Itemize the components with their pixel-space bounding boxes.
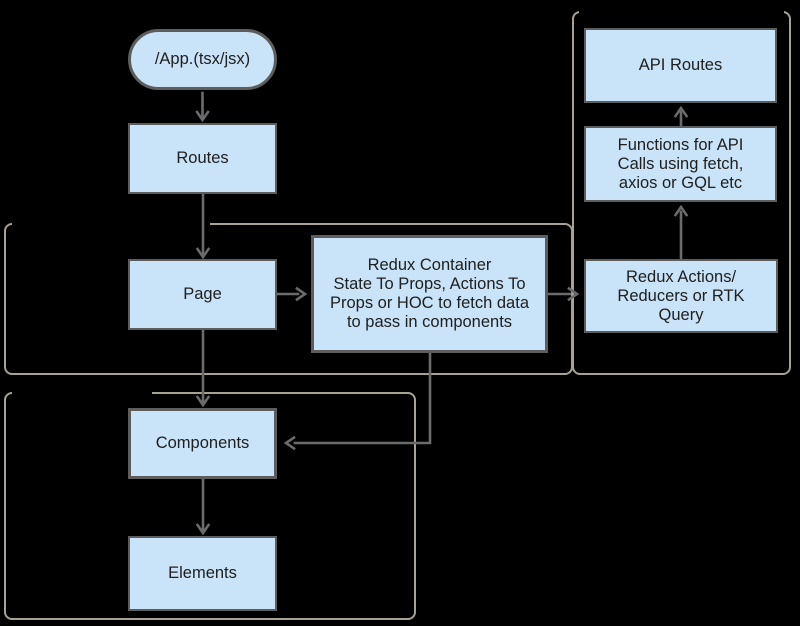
node-api-functions: Functions for API Calls using fetch, axi… [584,126,777,202]
node-app-label: /App.(tsx/jsx) [154,50,251,68]
arrowhead-routes-to-page [195,247,211,260]
arrowhead-page-to-components [195,395,211,408]
arrowhead-redux-container-to-components [283,435,296,451]
node-page-label: Page [183,285,222,303]
node-routes-label: Routes [176,149,229,167]
arrowhead-components-to-elements [195,523,211,536]
arrowhead-api-functions-to-api-routes [673,105,689,118]
node-redux-actions: Redux Actions/ Reducers or RTK Query [584,259,778,333]
container-components-group [4,392,416,620]
node-routes: Routes [128,123,277,194]
node-app-entry: /App.(tsx/jsx) [128,29,277,90]
arrowhead-app-to-routes [195,110,210,123]
node-redux-container-line: Redux Container [367,256,492,274]
node-components-label: Components [155,434,250,452]
node-redux-actions-line: Query [658,305,704,324]
node-elements-label: Elements [168,564,237,582]
node-redux-container-line: Props or HOC to fetch data [329,294,529,312]
node-redux-container: Redux Container State To Props, Actions … [311,235,548,353]
node-api-functions-line: Functions for API [617,135,744,154]
container-api-group [572,11,791,375]
node-api-routes-label: API Routes [638,56,723,74]
node-elements: Elements [128,536,277,611]
node-page: Page [128,259,277,330]
arrowhead-redux-container-to-redux-actions [567,286,580,302]
node-redux-actions-line: Reducers or RTK [617,286,745,305]
node-api-functions-line: Calls using fetch, [617,154,744,173]
node-components: Components [128,408,277,479]
node-api-functions-line: axios or GQL etc [618,173,743,192]
node-api-routes: API Routes [584,28,777,103]
arrowhead-redux-actions-to-api-functions [673,204,689,217]
node-redux-container-line: to pass in components [346,313,513,331]
arrowhead-page-to-redux-container [295,286,308,302]
node-redux-container-line: State To Props, Actions To [333,275,526,293]
node-redux-actions-line: Redux Actions/ [625,267,737,286]
arrow-redux-container-to-components [293,351,432,445]
